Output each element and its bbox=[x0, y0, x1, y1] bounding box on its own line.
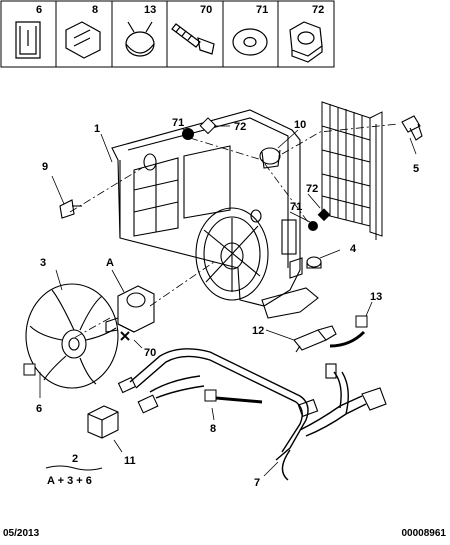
callout-71-right: 71 bbox=[290, 201, 302, 213]
legend-label-13: 13 bbox=[144, 4, 156, 16]
nut-icon bbox=[289, 21, 323, 63]
hose-13 bbox=[329, 330, 366, 348]
callout-10: 10 bbox=[294, 119, 306, 131]
bracket-clip-icon bbox=[65, 21, 101, 59]
kit-mark-8 bbox=[204, 389, 217, 402]
grommet-10 bbox=[259, 147, 281, 169]
bolt-icon bbox=[171, 23, 215, 55]
nut-72-top bbox=[199, 117, 217, 135]
legend-label-8: 8 bbox=[92, 4, 98, 16]
callout-3: 3 bbox=[40, 257, 46, 269]
callout-11: 11 bbox=[124, 455, 136, 467]
callout-1: 1 bbox=[94, 123, 100, 135]
footer-date: 05/2013 bbox=[3, 528, 40, 539]
cable-8 bbox=[215, 396, 263, 404]
fan-blade bbox=[25, 283, 119, 389]
kit-tilde bbox=[45, 465, 103, 471]
callout-13: 13 bbox=[370, 291, 382, 303]
legend-label-72: 72 bbox=[312, 4, 324, 16]
callout-72-right: 72 bbox=[306, 183, 318, 195]
legend-label-71: 71 bbox=[256, 4, 268, 16]
wiring-harness bbox=[129, 348, 367, 481]
callout-A: A bbox=[106, 257, 114, 269]
callout-7: 7 bbox=[254, 477, 260, 489]
callout-8: 8 bbox=[210, 423, 216, 435]
washer-icon bbox=[232, 28, 268, 56]
callout-70: 70 bbox=[144, 347, 156, 359]
callout-71-top: 71 bbox=[172, 117, 184, 129]
callout-5: 5 bbox=[413, 163, 419, 175]
fan-shroud bbox=[111, 109, 319, 319]
parts-legend bbox=[0, 0, 335, 68]
callout-6: 6 bbox=[36, 403, 42, 415]
washer-71-right bbox=[308, 221, 318, 231]
callout-12: 12 bbox=[252, 325, 264, 337]
callout-72-top: 72 bbox=[234, 121, 246, 133]
screw-70-mark bbox=[120, 331, 130, 341]
connector-plugs bbox=[117, 363, 387, 418]
resistor-connector-12 bbox=[293, 325, 337, 353]
fan-motor bbox=[105, 285, 155, 333]
callout-9: 9 bbox=[42, 161, 48, 173]
footer-reference: 00008961 bbox=[401, 528, 447, 539]
kit-mark-6 bbox=[23, 363, 36, 376]
callout-4: 4 bbox=[350, 243, 357, 255]
clip-icon bbox=[15, 21, 41, 59]
kit-formula: A + 3 + 6 bbox=[47, 475, 92, 487]
leader-lines bbox=[39, 123, 417, 477]
temperature-switch bbox=[401, 115, 423, 141]
radiator bbox=[321, 101, 383, 240]
legend-label-6: 6 bbox=[36, 4, 42, 16]
hose-clamp-icon bbox=[125, 21, 155, 57]
relay bbox=[87, 405, 119, 439]
nut-72-right bbox=[317, 208, 331, 222]
kit-number: 2 bbox=[72, 453, 78, 465]
rubber-cap bbox=[306, 256, 322, 269]
legend-label-70: 70 bbox=[200, 4, 212, 16]
kit-mark-13 bbox=[355, 315, 368, 328]
